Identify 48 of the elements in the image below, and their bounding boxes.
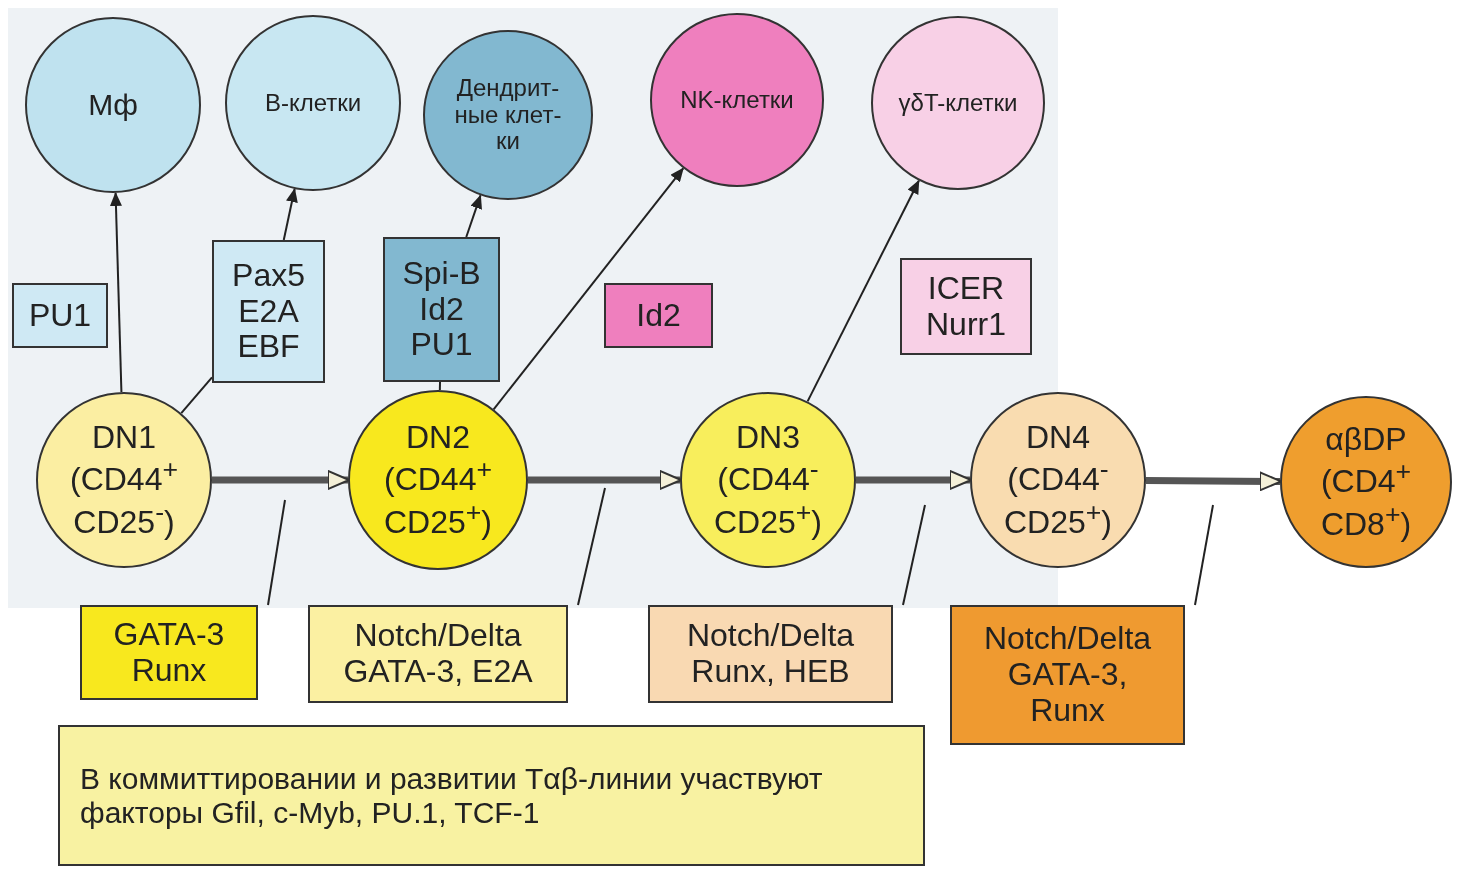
factor-label: ICER Nurr1 — [925, 270, 1007, 343]
factor-label: Notch/Delta GATA-3, E2A — [342, 618, 534, 690]
factor-box — [308, 605, 568, 703]
cell-name: (CD44$^{-}$ CD25$^{+}$) — [1002, 455, 1113, 541]
arrow — [492, 167, 685, 411]
factor-box — [383, 237, 500, 382]
factor-label: Notch/Delta GATA-3, Runx — [982, 621, 1153, 729]
leader-line — [902, 504, 926, 606]
leader-line — [1194, 504, 1214, 606]
cell-name: γδT-клетки — [898, 89, 1018, 117]
factor-box — [950, 605, 1185, 745]
factor-box — [604, 283, 713, 348]
cell-name: αβDP — [1325, 421, 1407, 458]
note-box — [58, 725, 925, 866]
cell-name: DN2 — [406, 419, 470, 456]
cell-name: DN3 — [736, 419, 800, 456]
factor-label: Pax5 E2A EBF — [231, 257, 306, 366]
cell-name: (CD44$^{-}$ CD25$^{+}$) — [712, 455, 823, 541]
factor-label: GATA-3 Runx — [112, 616, 226, 689]
arrow — [528, 470, 682, 490]
factor-label: Id2 — [636, 297, 681, 334]
leader-line — [267, 499, 286, 606]
cell-name: DN1 — [92, 419, 156, 456]
arrow — [465, 194, 482, 238]
factor-box — [80, 605, 258, 700]
cell-name: NK-клетки — [680, 86, 794, 114]
factor-label: Notch/Delta Runx, HEB — [685, 618, 856, 690]
arrow — [282, 188, 298, 241]
cell-name: Мф — [88, 88, 138, 122]
cell-name: (CD4$^{+}$ CD8$^{+}$) — [1319, 457, 1413, 543]
arrow — [1145, 471, 1282, 492]
factor-box — [212, 240, 325, 383]
leader-line — [577, 487, 606, 606]
factor-box — [12, 283, 108, 348]
arrow — [109, 191, 123, 394]
cell-name: (CD44$^{+}$ CD25$^{+}$) — [382, 455, 493, 541]
note-text: В коммиттировании и развитии Tαβ-линии участвуют факторы Gfil, c-Myb, PU.1, TCF-1 — [80, 761, 824, 830]
arrow — [856, 470, 972, 490]
cell-name: В-клетки — [264, 89, 362, 117]
factor-box — [648, 605, 893, 703]
factor-box — [900, 258, 1032, 355]
arrow — [806, 179, 920, 403]
cell-name: DN4 — [1026, 419, 1090, 456]
factor-label: Spi-B Id2 PU1 — [401, 255, 482, 364]
factor-label: PU1 — [28, 297, 92, 334]
cell-name: (CD44$^{+}$ CD25$^{-}$) — [68, 455, 179, 541]
arrow — [212, 470, 350, 490]
cell-name: Дендрит- ные клет- ки — [453, 74, 563, 156]
